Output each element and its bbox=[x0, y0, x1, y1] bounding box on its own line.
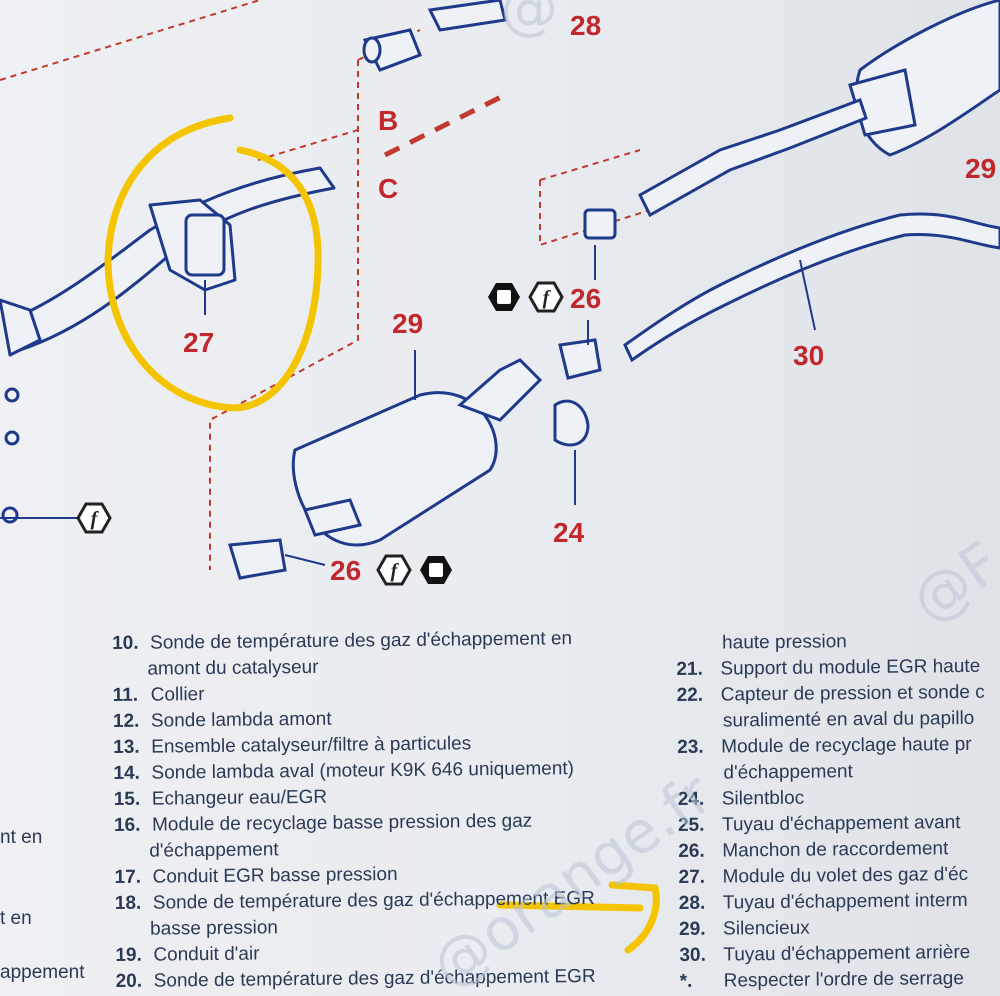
left-fragment: appement bbox=[0, 962, 85, 983]
callout-c: C bbox=[378, 173, 398, 204]
svg-text:f: f bbox=[91, 508, 100, 530]
callout-30: 30 bbox=[793, 340, 824, 371]
callout-24: 24 bbox=[553, 517, 585, 548]
watermark-right: @F bbox=[899, 528, 1000, 636]
torque-f-icon: f bbox=[76, 502, 112, 534]
callout-26-bottom: 26 bbox=[330, 555, 361, 586]
callout-29: 29 bbox=[392, 308, 423, 339]
replace-part-icon bbox=[488, 283, 520, 311]
callout-28: 28 bbox=[570, 10, 601, 41]
torque-f-icon: f bbox=[376, 554, 412, 586]
callout-26-top: 26 bbox=[570, 283, 601, 314]
legend-item: 29.Silencieux bbox=[679, 917, 810, 940]
legend-item-cont: suralimenté en aval du papillo bbox=[722, 707, 975, 732]
legend-item: 22.Capteur de pression et sonde c bbox=[676, 681, 985, 706]
legend-item-cont: d'échappement bbox=[723, 761, 853, 784]
tailpipe-30 bbox=[623, 212, 1000, 363]
left-fragment: nt en bbox=[0, 827, 43, 848]
legend-item: 27.Module du volet des gaz d'éc bbox=[678, 863, 969, 888]
callout-27: 27 bbox=[183, 327, 214, 358]
legend-item: 23.Module de recyclage haute pr bbox=[677, 733, 972, 758]
torque-symbols: f f f bbox=[76, 281, 564, 586]
center-muffler-29 bbox=[228, 338, 602, 580]
highlight-annotations bbox=[104, 114, 660, 954]
legend-column-2: haute pression 21.Support du module EGR … bbox=[676, 628, 988, 995]
highlight-circle bbox=[104, 114, 322, 412]
legend-item: 21.Support du module EGR haute bbox=[676, 655, 981, 680]
highlight-arrow-hook bbox=[608, 881, 660, 954]
highlight-arrow bbox=[496, 901, 644, 912]
b-c-break-marker bbox=[383, 92, 507, 158]
leader-lines bbox=[0, 245, 816, 566]
legend-item: 20.Sonde de température des gaz d'échapp… bbox=[115, 965, 596, 992]
svg-text:f: f bbox=[391, 560, 400, 582]
legend-item: *.Respecter l'ordre de serrage bbox=[679, 968, 964, 992]
rear-muffler bbox=[583, 0, 1000, 240]
callout-b: B bbox=[378, 105, 398, 136]
svg-text:f: f bbox=[543, 287, 552, 309]
legend-item-cont: haute pression bbox=[722, 631, 847, 654]
legend-item: 26.Manchon de raccordement bbox=[678, 838, 949, 862]
torque-f-icon: f bbox=[528, 281, 564, 313]
legend-column-1: 10.Sonde de température des gaz d'échapp… bbox=[112, 626, 596, 995]
watermark-top: @ bbox=[500, 0, 558, 42]
left-fragment: t en bbox=[0, 908, 32, 929]
front-pipe-assembly bbox=[0, 166, 336, 524]
clamp-top bbox=[362, 0, 507, 72]
legend-item: 28.Tuyau d'échappement interm bbox=[678, 889, 968, 914]
callout-numbers: 28 B C 29 27 26 29 30 24 26 bbox=[183, 10, 996, 586]
legend-item: 25.Tuyau d'échappement avant bbox=[677, 812, 961, 836]
legend-item: 30.Tuyau d'échappement arrière bbox=[679, 941, 971, 966]
legend-item: 24.Silentbloc bbox=[677, 787, 805, 810]
callout-29-rear: 29 bbox=[965, 153, 996, 184]
replace-part-icon bbox=[420, 556, 452, 584]
